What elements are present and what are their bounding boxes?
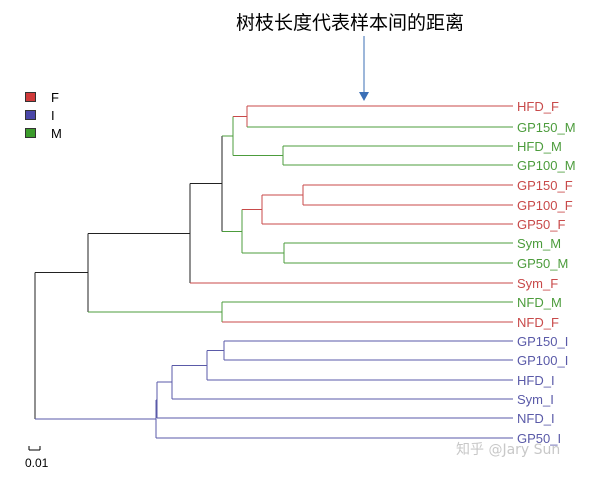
leaf-label: GP50_M: [517, 256, 568, 271]
leaf-label: HFD_I: [517, 373, 555, 388]
leaf-label: GP150_I: [517, 334, 568, 349]
leaf-label: GP50_F: [517, 217, 565, 232]
leaf-label: HFD_M: [517, 139, 562, 154]
legend-item-f: F: [25, 88, 62, 106]
legend-item-m: M: [25, 124, 62, 142]
leaf-label: Sym_F: [517, 276, 558, 291]
leaf-label: Sym_I: [517, 392, 554, 407]
annotation-text: 树枝长度代表样本间的距离: [236, 12, 465, 34]
leaf-label: GP150_F: [517, 178, 573, 193]
legend-label-i: I: [51, 107, 55, 123]
leaf-label: GP150_M: [517, 120, 576, 135]
annotation-arrow-head: [359, 92, 369, 101]
leaf-label: GP100_I: [517, 353, 568, 368]
watermark: 知乎 @Jary Sun: [456, 442, 561, 458]
leaf-label: HFD_F: [517, 99, 559, 114]
legend: F I M: [25, 88, 62, 142]
scale-bar-label: 0.01: [25, 456, 49, 470]
leaf-label: NFD_I: [517, 411, 555, 426]
leaf-label: GP100_M: [517, 158, 576, 173]
legend-label-f: F: [51, 89, 59, 105]
leaf-label: NFD_M: [517, 295, 562, 310]
leaf-label: Sym_M: [517, 236, 561, 251]
leaf-label: GP100_F: [517, 198, 573, 213]
legend-item-i: I: [25, 106, 62, 124]
leaf-label: GP50_I: [517, 431, 561, 446]
legend-swatch-f: [25, 92, 36, 102]
legend-swatch-i: [25, 110, 36, 120]
legend-swatch-m: [25, 128, 36, 138]
legend-label-m: M: [51, 125, 62, 141]
leaf-label: NFD_F: [517, 315, 559, 330]
